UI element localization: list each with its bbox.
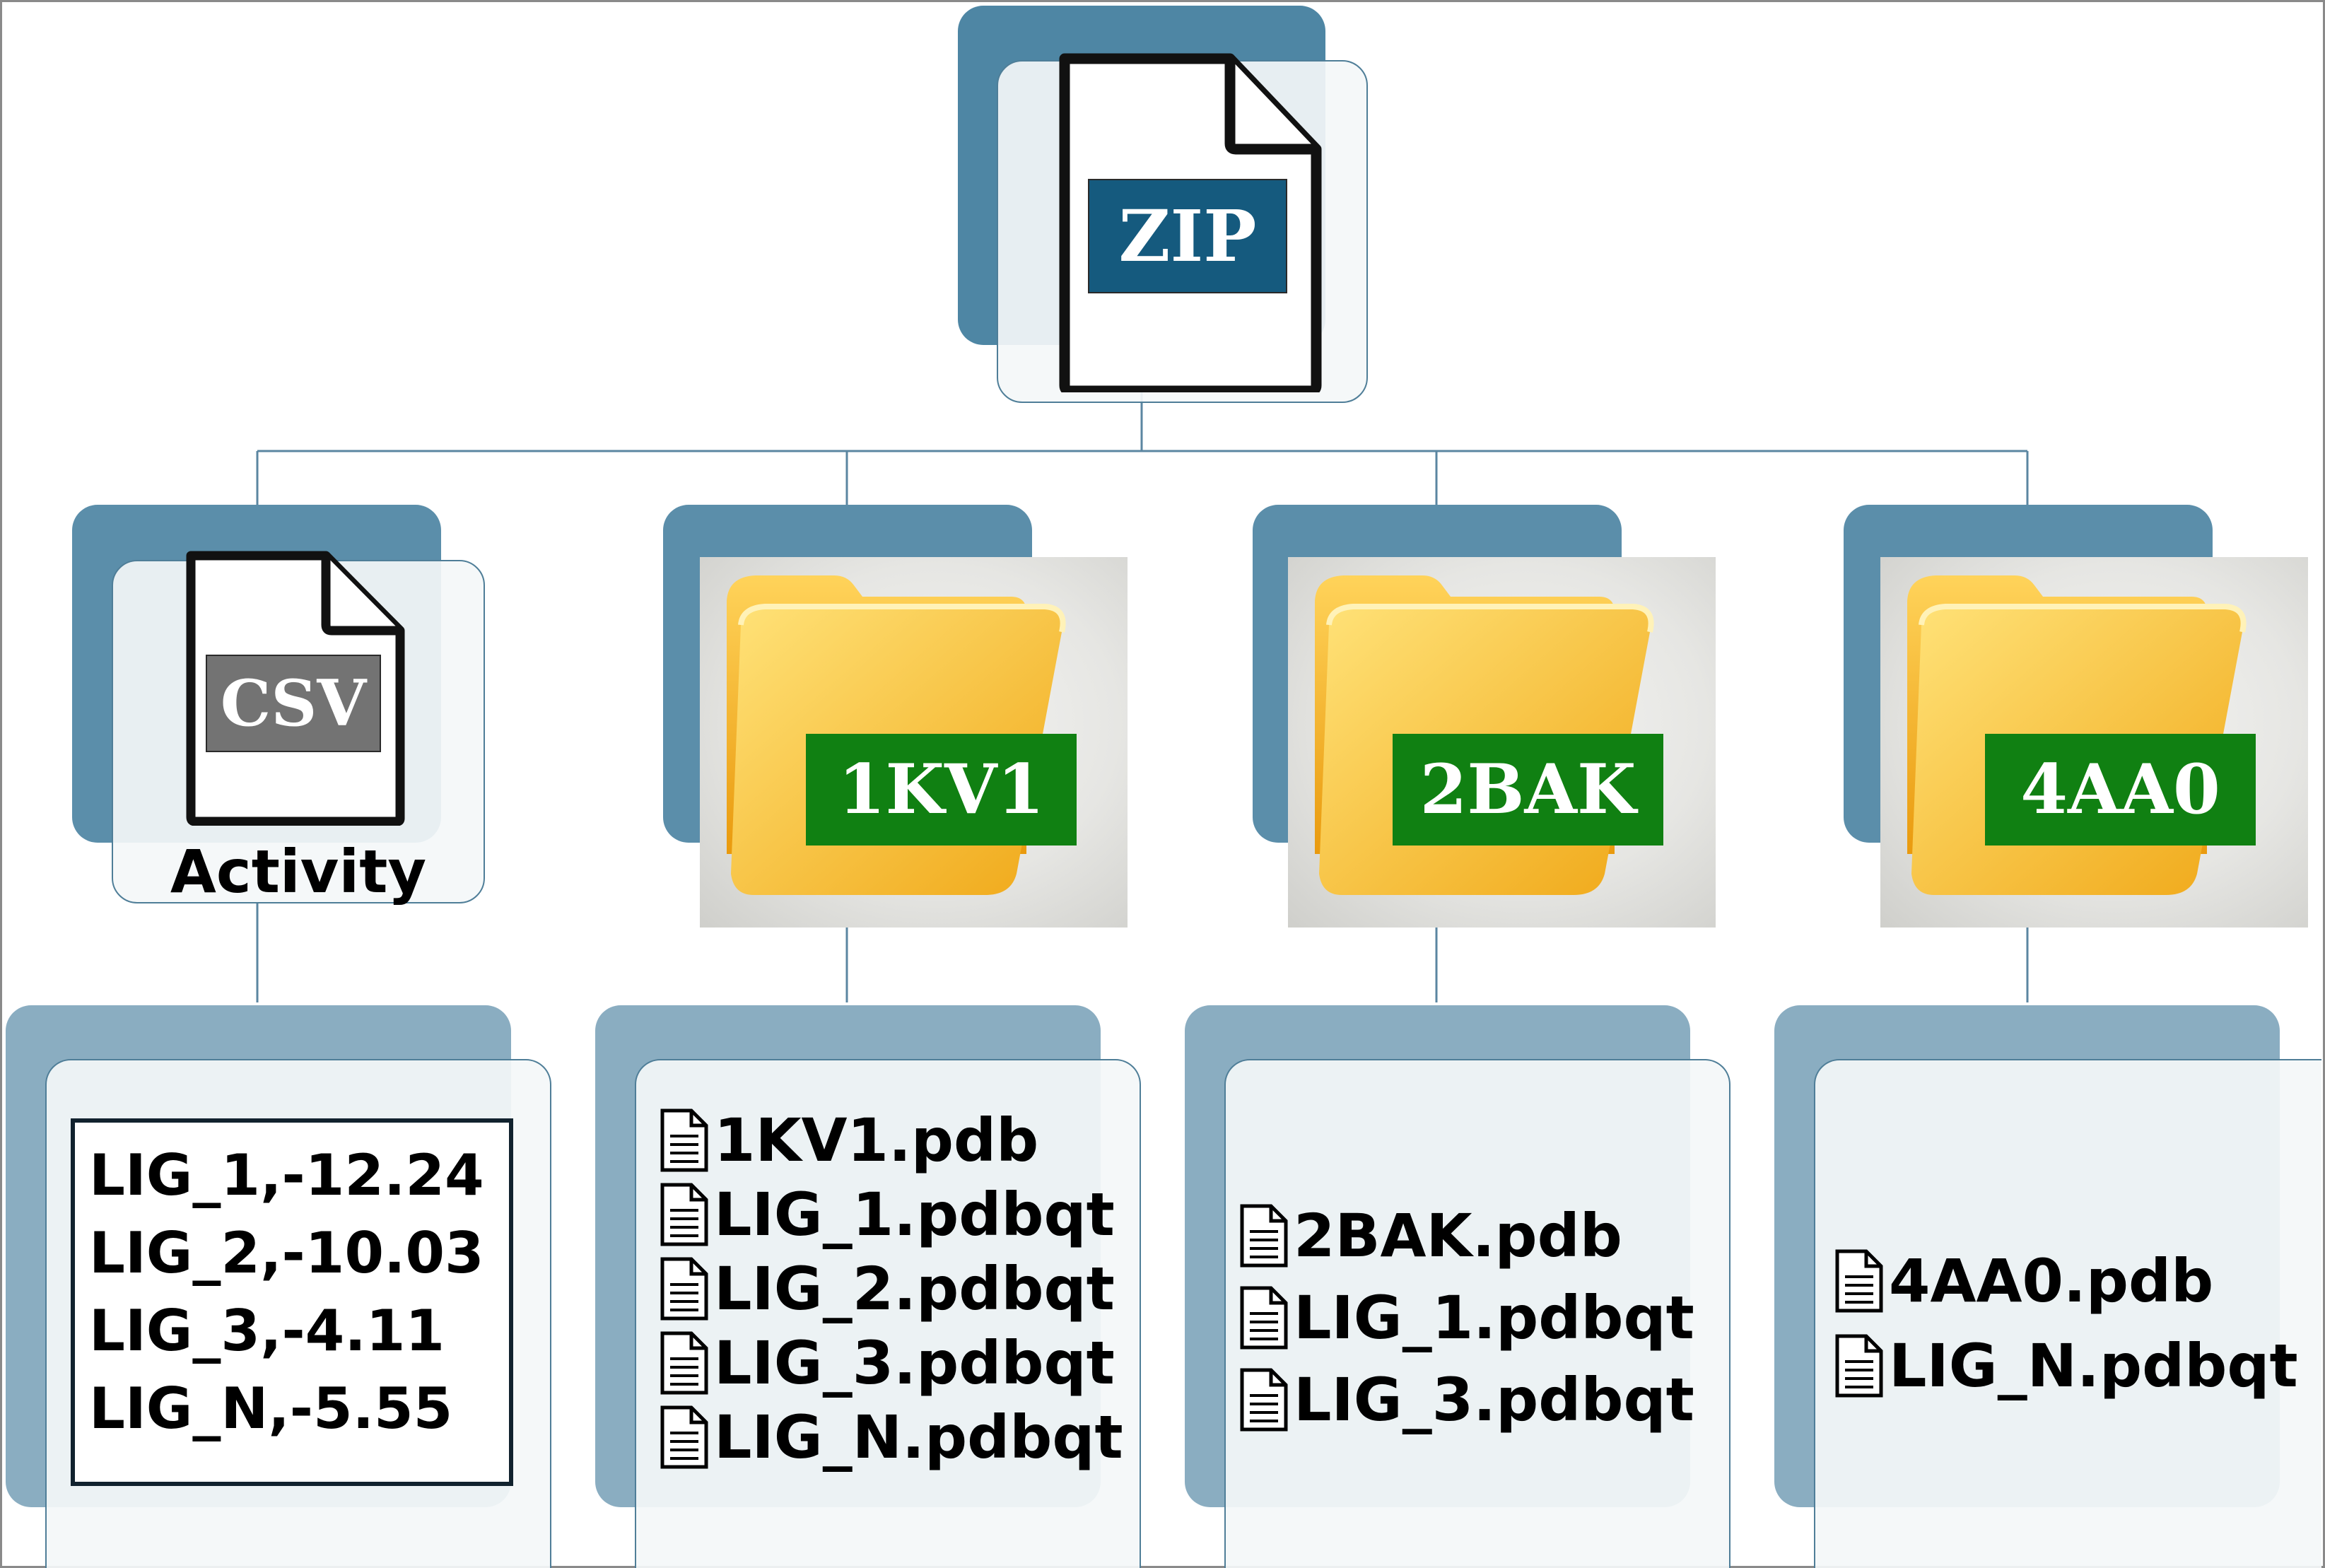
file-item: 2BAK.pdb [1238,1195,1694,1277]
csv-row: LIG_N,-5.55 [89,1376,453,1441]
document-icon [660,1405,708,1468]
file-item: LIG_3.pdbqt [659,1326,1123,1400]
files-2-node [1224,1059,1730,1568]
file-name: 4AA0.pdb [1889,1246,2214,1316]
document-icon [660,1108,708,1171]
folder-tag-3: 4AA0 [1985,734,2256,846]
file-name: LIG_2.pdbqt [714,1253,1115,1323]
file-item: LIG_N.pdbqt [659,1400,1123,1474]
zip-label: ZIP [1088,179,1287,293]
files-1-node [635,1059,1141,1568]
file-name: LIG_3.pdbqt [1294,1365,1694,1434]
document-icon [1240,1204,1288,1268]
folder-tag-1: 1KV1 [806,734,1077,846]
file-item: LIG_1.pdbqt [659,1177,1123,1251]
csv-label: CSV [206,655,381,752]
document-icon [1240,1286,1288,1350]
files-3-node [1814,1059,2321,1568]
file-name: LIG_1.pdbqt [1294,1283,1694,1352]
zip-file-icon: ZIP [1053,53,1322,397]
file-name: LIG_3.pdbqt [714,1328,1115,1398]
file-name: 2BAK.pdb [1294,1201,1622,1270]
file-name: 1KV1.pdb [714,1105,1039,1175]
csv-row: LIG_2,-10.03 [89,1220,484,1286]
csv-row: LIG_3,-4.11 [89,1298,445,1364]
csv-row: LIG_1,-12.24 [89,1142,484,1208]
file-name: LIG_1.pdbqt [714,1179,1115,1249]
csv-data-table: LIG_1,-12.24 LIG_2,-10.03 LIG_3,-4.11 LI… [71,1118,513,1486]
document-icon [660,1331,708,1394]
file-list-1: 1KV1.pdb LIG_1.pdbqt LIG_2.pdbqt LIG_3.p… [659,1103,1123,1474]
file-item: LIG_1.pdbqt [1238,1277,1694,1359]
file-item: LIG_2.pdbqt [659,1251,1123,1326]
csv-file-icon: CSV [181,550,406,826]
folder-tag-2: 2BAK [1393,734,1663,846]
file-name: LIG_N.pdbqt [1889,1331,2298,1400]
document-icon [1835,1249,1883,1313]
document-icon [1240,1368,1288,1432]
document-icon [660,1257,708,1320]
file-item: 4AA0.pdb [1834,1239,2298,1323]
document-icon [1835,1334,1883,1398]
file-item: 1KV1.pdb [659,1103,1123,1177]
file-item: LIG_N.pdbqt [1834,1323,2298,1408]
document-icon [660,1183,708,1246]
file-list-3: 4AA0.pdb LIG_N.pdbqt [1834,1239,2298,1408]
activity-caption: Activity [170,837,427,906]
file-list-2: 2BAK.pdb LIG_1.pdbqt LIG_3.pdbqt [1238,1195,1694,1441]
file-name: LIG_N.pdbqt [714,1402,1123,1472]
file-item: LIG_3.pdbqt [1238,1359,1694,1441]
